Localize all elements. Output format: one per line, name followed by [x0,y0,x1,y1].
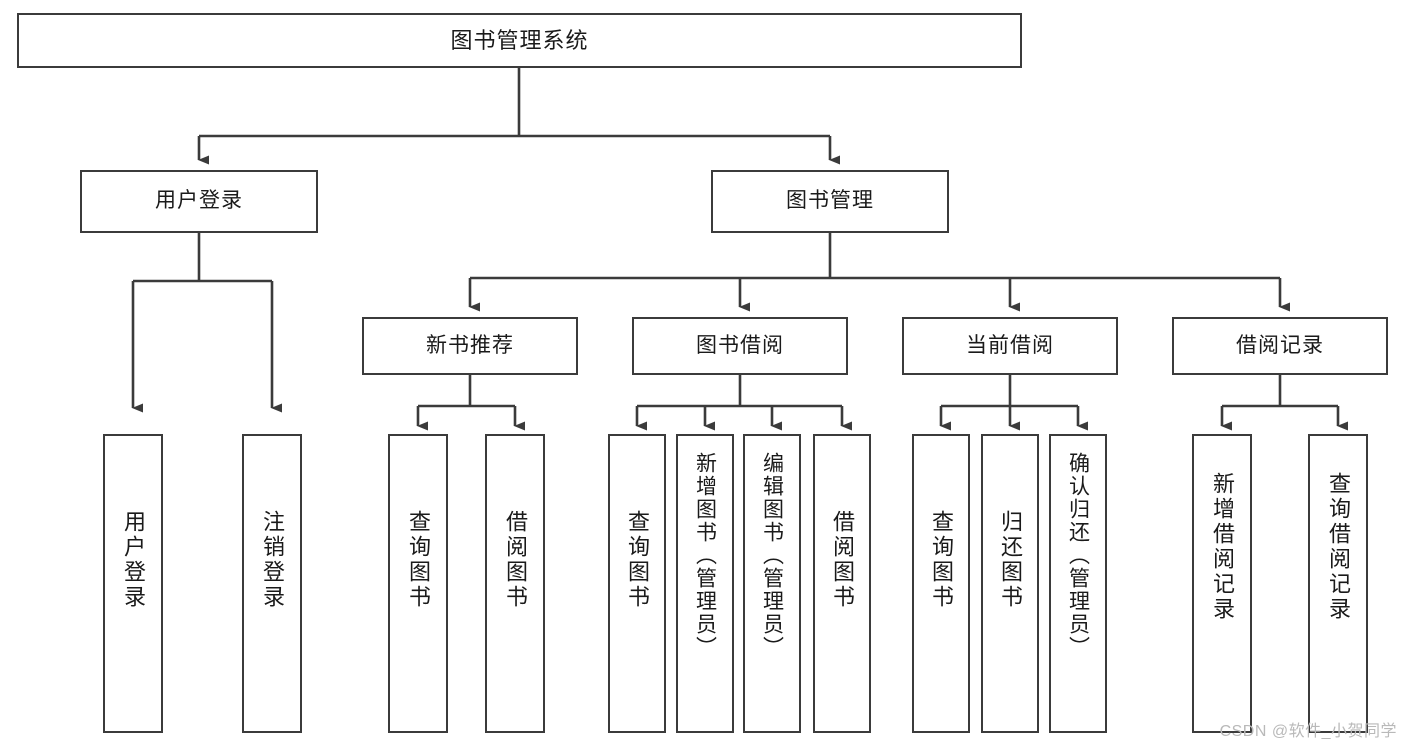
node-label: 新书推荐 [426,333,514,357]
watermark-text: CSDN @软件_小贺同学 [1219,723,1397,740]
node-current-borrow[interactable]: 当前借阅 [902,317,1118,375]
node-root-system[interactable]: 图书管理系统 [17,13,1022,68]
leaf-book-borrow-borrow-book[interactable]: 借阅图书 [813,434,871,733]
node-label: 注销登录 [260,510,285,610]
leaf-current-borrow-confirm-return-admin[interactable]: 确认归还（管理员） [1049,434,1107,733]
node-label: 用户登录 [155,189,243,213]
node-label: 当前借阅 [966,333,1054,357]
node-label: 借阅记录 [1236,333,1324,357]
node-label: 编辑图书（管理员） [760,452,784,659]
leaf-book-borrow-add-book-admin[interactable]: 新增图书（管理员） [676,434,734,733]
node-label: 查询图书 [406,510,431,610]
node-label: 图书借阅 [696,333,784,357]
leaf-book-borrow-query-book[interactable]: 查询图书 [608,434,666,733]
node-label: 确认归还（管理员） [1066,452,1090,659]
leaf-user-login-login[interactable]: 用户登录 [103,434,163,733]
leaf-current-borrow-return-book[interactable]: 归还图书 [981,434,1039,733]
node-borrow-record[interactable]: 借阅记录 [1172,317,1388,375]
node-label: 图书管理系统 [450,27,589,53]
leaf-book-borrow-edit-book-admin[interactable]: 编辑图书（管理员） [743,434,801,733]
node-label: 查询图书 [929,510,954,610]
node-user-login[interactable]: 用户登录 [80,170,318,233]
node-label: 借阅图书 [830,510,855,610]
leaf-new-book-query-book[interactable]: 查询图书 [388,434,448,733]
node-label: 归还图书 [998,510,1023,610]
node-label: 用户登录 [121,510,146,610]
leaf-new-book-borrow-book[interactable]: 借阅图书 [485,434,545,733]
node-label: 图书管理 [786,189,874,213]
node-book-management[interactable]: 图书管理 [711,170,949,233]
node-label: 查询图书 [625,510,650,610]
node-label: 查询借阅记录 [1326,472,1351,622]
leaf-user-login-logout[interactable]: 注销登录 [242,434,302,733]
leaf-borrow-record-query-record[interactable]: 查询借阅记录 [1308,434,1368,733]
leaf-borrow-record-add-record[interactable]: 新增借阅记录 [1192,434,1252,733]
node-book-borrow[interactable]: 图书借阅 [632,317,848,375]
node-new-book-recommend[interactable]: 新书推荐 [362,317,578,375]
node-label: 借阅图书 [503,510,528,610]
leaf-current-borrow-query-book[interactable]: 查询图书 [912,434,970,733]
node-label: 新增借阅记录 [1210,472,1235,622]
node-label: 新增图书（管理员） [693,452,717,659]
